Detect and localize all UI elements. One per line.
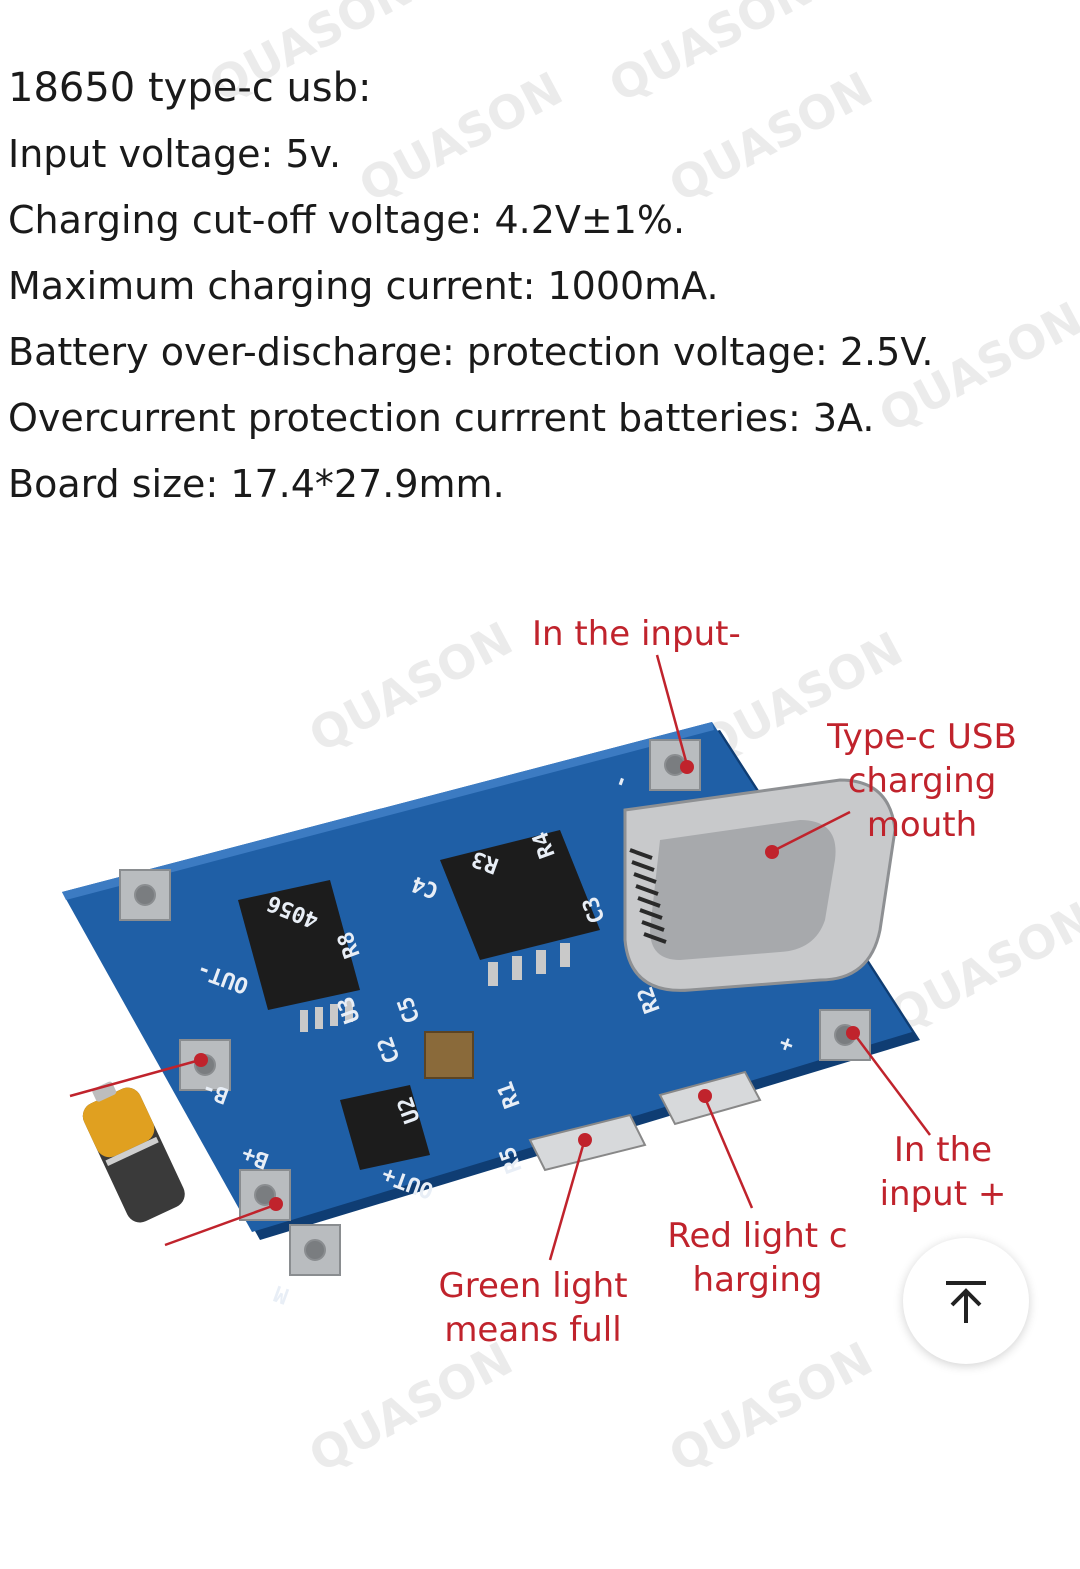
- label-input-plus-line2: input +: [879, 1174, 1007, 1214]
- charger-board-image: 4056 OUT- OUT+ B- B+ R3 R4 R8 C4 C5 C2 C…: [62, 654, 931, 1308]
- label-usb-line3: mouth: [866, 805, 978, 845]
- spec-title: 18650 type-c usb:: [8, 65, 372, 111]
- callout-lines: [69, 654, 931, 1261]
- arrow-up-to-top-icon: [946, 1281, 986, 1323]
- scroll-to-top-button[interactable]: [903, 1238, 1029, 1364]
- chips: [238, 830, 600, 1170]
- label-usb-line1: Type-c USB: [827, 717, 1017, 757]
- label-red-line2: harging: [692, 1260, 823, 1300]
- label-input-plus: In the input +: [878, 1128, 1008, 1216]
- label-input-minus: In the input-: [532, 614, 741, 654]
- label-green-line1: Green light: [438, 1266, 628, 1306]
- silk-m: M: [271, 1280, 292, 1308]
- label-usb-line2: charging: [847, 761, 997, 801]
- spec-input-voltage: Input voltage: 5v.: [8, 132, 342, 176]
- spec-cutoff-voltage: Charging cut-off voltage: 4.2V±1%.: [8, 198, 686, 242]
- label-green-line2: means full: [444, 1310, 622, 1350]
- spec-max-current: Maximum charging current: 1000mA.: [8, 264, 719, 308]
- label-input-plus-line1: In the: [893, 1130, 993, 1170]
- usb-c-connector: [623, 778, 897, 992]
- spec-overcurrent: Overcurrent protection currrent batterie…: [8, 396, 875, 440]
- label-red-line1: Red light c: [667, 1216, 848, 1256]
- battery-icon: [82, 1081, 185, 1223]
- label-usb-mouth: Type-c USB charging mouth: [822, 715, 1022, 847]
- label-red-light: Red light c harging: [665, 1214, 850, 1302]
- spec-over-discharge: Battery over-discharge: protection volta…: [8, 330, 934, 374]
- spec-board-size: Board size: 17.4*27.9mm.: [8, 462, 505, 506]
- capacitor: [424, 1031, 474, 1079]
- label-green-light: Green light means full: [437, 1264, 629, 1352]
- spec-list: 18650 type-c usb: Input voltage: 5v. Cha…: [8, 55, 1068, 517]
